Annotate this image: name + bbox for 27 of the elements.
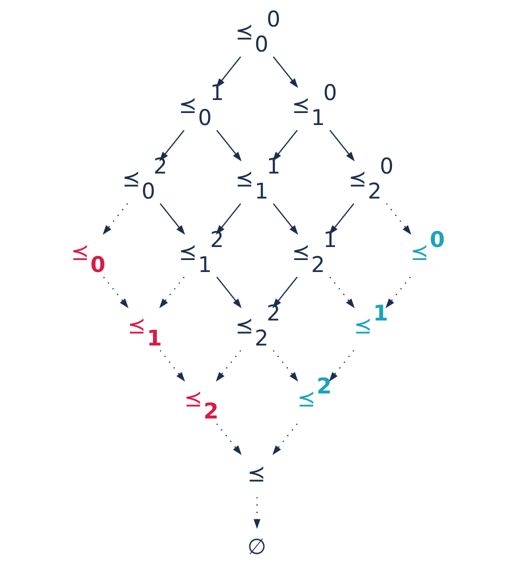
arrow (103, 276, 128, 308)
arrow (159, 276, 185, 308)
arrow (216, 130, 242, 162)
node-text: ⪯ (247, 462, 266, 487)
arrow (272, 130, 298, 162)
arrow (216, 350, 242, 382)
arrow (272, 423, 298, 456)
arrow (272, 350, 298, 382)
arrow (386, 203, 412, 235)
arrow (216, 56, 242, 88)
arrow (328, 350, 354, 382)
arrow (216, 423, 242, 456)
arrow (159, 130, 185, 162)
arrow (272, 276, 298, 308)
arrow (216, 276, 242, 308)
arrow (102, 203, 128, 235)
arrow (160, 350, 186, 382)
arrow (329, 276, 355, 308)
arrow (254, 497, 260, 529)
arrow (272, 203, 298, 235)
arrow (328, 203, 354, 235)
node-text: ∅ (247, 535, 266, 560)
arrow (216, 203, 242, 235)
arrow (160, 203, 186, 235)
arrow (386, 276, 411, 308)
arrow (272, 56, 298, 88)
arrow (329, 130, 355, 162)
